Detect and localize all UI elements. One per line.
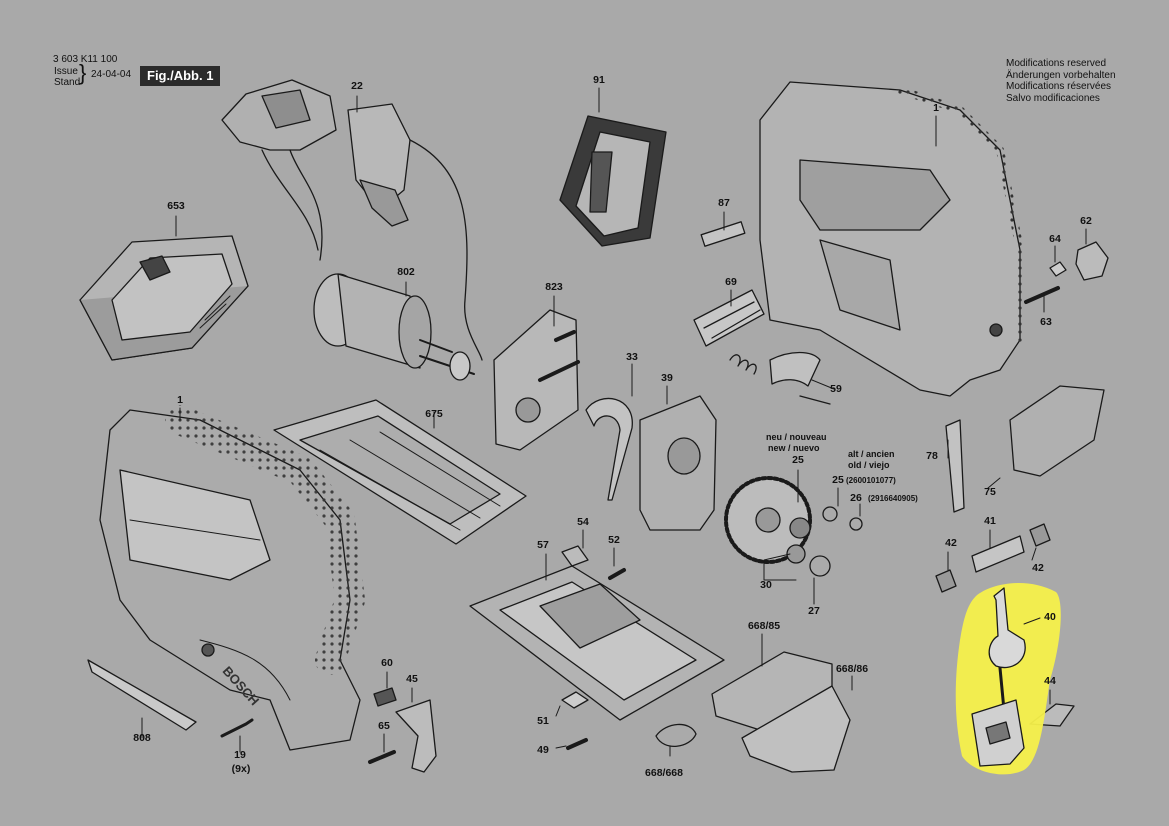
- part-number-823: 823: [545, 281, 563, 293]
- part-number-78: 78: [926, 450, 938, 462]
- part-number-44: 44: [1044, 675, 1056, 687]
- switch-part: [221, 79, 483, 361]
- part-number-51: 51: [537, 715, 549, 727]
- part-75-shape: [1009, 385, 1105, 477]
- part-number-26: 26: [850, 492, 862, 504]
- modifications-line-en: Modifications reserved: [1006, 58, 1107, 69]
- part-51-shape: [561, 691, 589, 709]
- part-number-57: 57: [537, 539, 549, 551]
- figure-label: Fig./Abb. 1: [140, 66, 221, 86]
- part-number-41: 41: [984, 515, 996, 527]
- part-42-right-shape: [1029, 523, 1051, 547]
- part-63-shape: [1024, 286, 1060, 304]
- part-49-shape: [566, 738, 588, 750]
- part-number-42-right: 42: [1032, 562, 1044, 574]
- note-new-line2: new / nuevo: [768, 443, 820, 453]
- modifications-line-fr: Modifications réservées: [1006, 81, 1112, 92]
- part-41-shape: [971, 535, 1025, 573]
- part-number-59: 59: [830, 383, 842, 395]
- modifications-line-de: Änderungen vorbehalten: [1006, 69, 1116, 81]
- part-668-668-shape: [655, 723, 697, 747]
- part-number-25-new: 25: [792, 454, 804, 466]
- note-code-25-old: (2600101077): [846, 476, 896, 485]
- part-number-87: 87: [718, 197, 730, 209]
- note-code-26: (2916640905): [868, 494, 918, 503]
- modifications-line-es: Salvo modificaciones: [1006, 92, 1100, 104]
- housing-shell-part: [759, 81, 1024, 397]
- part-number-25-old: 25: [832, 474, 844, 486]
- part-number-808: 808: [133, 732, 151, 744]
- part-number-668-668: 668/668: [645, 767, 683, 779]
- part-number-675: 675: [425, 408, 443, 420]
- part-number-22: 22: [351, 80, 363, 92]
- part-number-65: 65: [378, 720, 390, 732]
- part-823-shape: [493, 309, 580, 451]
- document-number: 3 603 K11 100: [53, 54, 118, 65]
- part-42-left-shape: [935, 569, 957, 593]
- part-number-45: 45: [406, 673, 418, 685]
- modifications-notice: Modifications reserved Änderungen vorbeh…: [1006, 58, 1116, 104]
- part-40-highlight: [955, 583, 1061, 775]
- part-number-668-86: 668/86: [835, 663, 869, 675]
- note-old-line1: alt / ancien: [848, 449, 895, 459]
- motor-part: [313, 273, 475, 381]
- base-plate-part: [469, 565, 725, 721]
- part-19-quantity: (9x): [231, 763, 251, 775]
- issue-date: 24-04-04: [91, 69, 132, 80]
- part-65-shape: [368, 750, 396, 764]
- part-54-shape: [561, 545, 589, 567]
- main-housing-part: [99, 405, 365, 751]
- part-number-60: 60: [381, 657, 393, 669]
- part-number-62: 62: [1080, 215, 1092, 227]
- part-number-1-housing: 1: [177, 394, 183, 406]
- screw-19-shape: [220, 718, 254, 738]
- part-number-39: 39: [661, 372, 673, 384]
- part-668-86-shape: [741, 685, 851, 773]
- part-number-75: 75: [984, 486, 996, 498]
- part-808-shape: [87, 659, 197, 731]
- part-69-shape: [693, 289, 765, 375]
- part-number-1-shell: 1: [933, 102, 939, 114]
- charger-part: [79, 235, 249, 361]
- part-45-shape: [395, 699, 437, 773]
- part-number-63: 63: [1040, 316, 1052, 328]
- part-number-27: 27: [808, 605, 820, 617]
- part-number-64: 64: [1049, 233, 1061, 245]
- part-number-52: 52: [608, 534, 620, 546]
- part-78-shape: [945, 419, 965, 513]
- stand-label: Stand: [54, 77, 81, 88]
- part-number-33: 33: [626, 351, 638, 363]
- leader-lines: [141, 87, 1087, 757]
- part-33-shape: [585, 397, 633, 501]
- part-number-653: 653: [167, 200, 185, 212]
- part-number-668-85: 668/85: [747, 620, 781, 632]
- part-675-shape: [273, 399, 527, 545]
- battery-part: [559, 115, 667, 247]
- part-59-shape: [769, 351, 831, 405]
- part-64-shape: [1049, 261, 1067, 277]
- part-number-40: 40: [1044, 611, 1056, 623]
- part-number-30: 30: [760, 579, 772, 591]
- part-number-54: 54: [577, 516, 589, 528]
- part-number-49: 49: [537, 744, 549, 756]
- gear-assembly: [724, 476, 863, 577]
- part-60-shape: [373, 687, 397, 707]
- part-number-19: 19: [234, 749, 246, 761]
- part-number-69: 69: [725, 276, 737, 288]
- part-number-802: 802: [397, 266, 415, 278]
- part-62-shape: [1075, 241, 1109, 281]
- brace-symbol: }: [79, 60, 87, 85]
- issue-label: Issue: [54, 66, 78, 77]
- part-number-91: 91: [593, 74, 605, 86]
- note-old-line2: old / viejo: [848, 460, 890, 470]
- part-number-42-left: 42: [945, 537, 957, 549]
- part-52-shape: [608, 568, 626, 580]
- part-87-shape: [700, 221, 746, 247]
- note-new-line1: neu / nouveau: [766, 432, 827, 442]
